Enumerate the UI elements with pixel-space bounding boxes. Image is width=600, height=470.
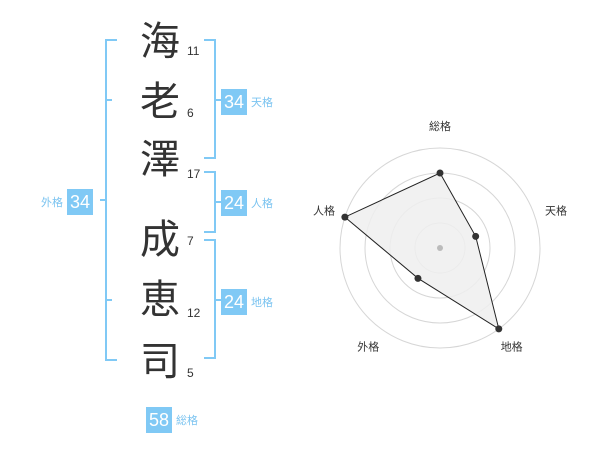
gaikaku-label: 外格 [41, 196, 63, 209]
radar-points [341, 169, 503, 333]
radar-axis-label-2: 天格 [545, 203, 567, 217]
chikaku-value: 24 [221, 289, 247, 315]
tenkaku-badge: 34 天格 [221, 89, 273, 115]
jinkaku-label: 人格 [251, 197, 273, 210]
name-char-6: 司 [140, 339, 180, 385]
soukaku-value: 58 [146, 407, 172, 433]
radar-polygon [343, 172, 500, 330]
jinkaku-value: 24 [221, 190, 247, 216]
gaikaku-badge: 外格 34 [41, 189, 93, 215]
chikaku-badge: 24 地格 [221, 289, 273, 315]
name-char-3: 澤 [140, 137, 180, 183]
gaikaku-bracket [105, 39, 117, 361]
radar-point-3 [495, 325, 503, 333]
radar-axis-label-1: 総格 [429, 119, 451, 133]
jinkaku-badge: 24 人格 [221, 190, 273, 216]
radar-point-2 [472, 232, 480, 240]
stroke-count-3: 17 [187, 167, 201, 181]
radar-ring-4 [339, 147, 541, 349]
chikaku-bracket [204, 239, 216, 359]
name-char-4: 成 [140, 217, 180, 263]
stroke-count-2: 6 [187, 106, 194, 120]
name-char-2: 老 [140, 79, 180, 125]
soukaku-label: 総格 [176, 414, 198, 427]
chikaku-label: 地格 [251, 296, 273, 309]
tenkaku-value: 34 [221, 89, 247, 115]
radar-axis-label-5: 人格 [313, 203, 335, 217]
radar-axis-label-4: 外格 [357, 340, 379, 354]
radar-center-dot [437, 245, 443, 251]
radar-point-4 [414, 274, 422, 282]
tenkaku-bracket [204, 39, 216, 159]
name-char-1: 海 [140, 19, 180, 65]
jinkaku-bracket [204, 171, 216, 233]
radar-point-5 [341, 213, 349, 221]
stroke-count-1: 11 [187, 44, 200, 58]
tenkaku-label: 天格 [251, 96, 273, 109]
gaikaku-value: 34 [67, 189, 93, 215]
stroke-count-6: 5 [187, 366, 194, 380]
soukaku-badge: 58 総格 [146, 407, 198, 433]
radar-axis-label-3: 地格 [501, 340, 523, 354]
stroke-count-4: 7 [187, 234, 194, 248]
stroke-count-5: 12 [187, 306, 201, 320]
radar-point-1 [436, 169, 444, 177]
name-char-5: 恵 [140, 277, 180, 323]
